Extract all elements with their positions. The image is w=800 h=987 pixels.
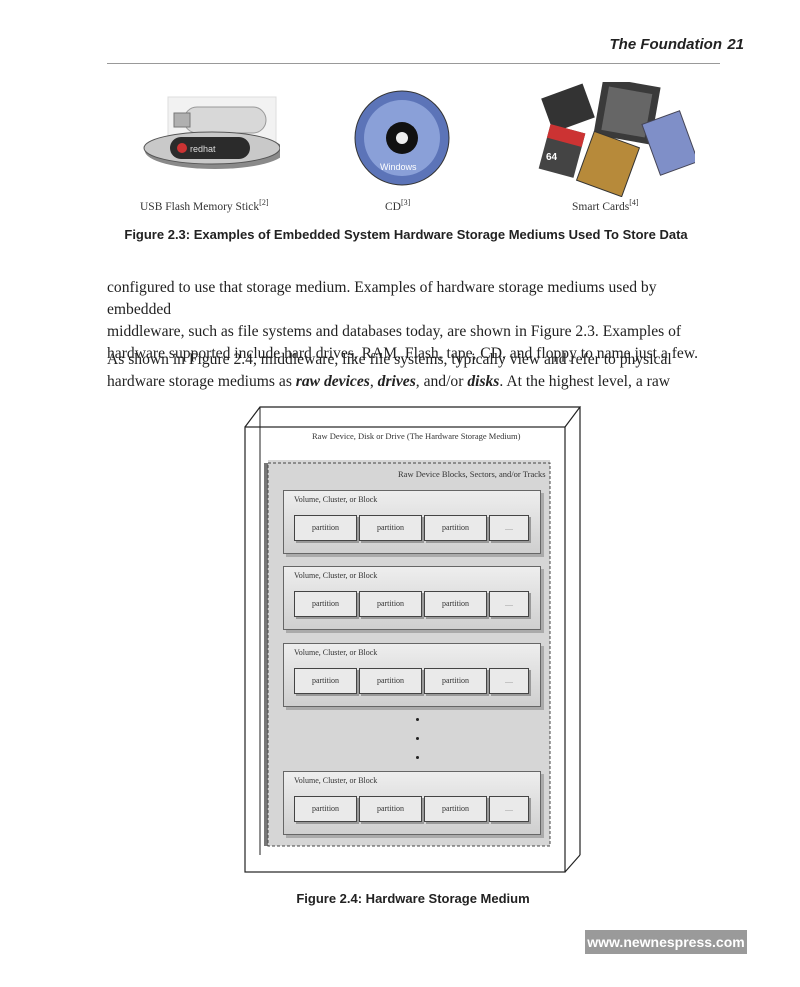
term-disks: disks bbox=[467, 373, 500, 390]
hardware-storage-diagram: Raw Device, Disk or Drive (The Hardware … bbox=[240, 405, 585, 883]
ellipsis-dot bbox=[416, 756, 419, 759]
more-partitions-box: .... bbox=[489, 591, 529, 617]
ellipsis-dot bbox=[416, 718, 419, 721]
paragraph-1-line-3: hardware supported include hard drives, … bbox=[107, 345, 698, 362]
volume-box: Volume, Cluster, or Block partition part… bbox=[283, 643, 541, 707]
volume-box: Volume, Cluster, or Block partition part… bbox=[283, 566, 541, 630]
figure-2-4-caption: Figure 2.4: Hardware Storage Medium bbox=[296, 891, 530, 906]
outer-label: Raw Device, Disk or Drive (The Hardware … bbox=[312, 431, 521, 441]
term-raw-devices: raw devices bbox=[295, 373, 370, 390]
smart-cards-caption: Smart Cards[4] bbox=[572, 198, 639, 213]
smart-cards-caption-label: Smart Cards bbox=[572, 200, 630, 213]
ellipsis-dot bbox=[416, 737, 419, 740]
partition-box: partition bbox=[424, 515, 487, 541]
paragraph-1: configured to use that storage medium. E… bbox=[107, 277, 719, 365]
p2-sep-1: , bbox=[369, 373, 378, 390]
running-header: The Foundation 21 bbox=[0, 0, 800, 70]
p2-sep-2: , and/or bbox=[415, 373, 468, 390]
p2-text-post: . At the highest level, a raw bbox=[499, 373, 671, 390]
cd-caption: CD[3] bbox=[385, 198, 410, 213]
header-rule bbox=[107, 63, 720, 64]
paragraph-2-line-1: As shown in Figure 2.4, middleware, like… bbox=[107, 351, 672, 368]
usb-caption: USB Flash Memory Stick[2] bbox=[140, 198, 269, 213]
partition-box: partition bbox=[294, 796, 357, 822]
paragraph-1-line-2: middleware, such as file systems and dat… bbox=[107, 323, 682, 340]
volume-label: Volume, Cluster, or Block bbox=[294, 776, 378, 785]
partition-box: partition bbox=[294, 591, 357, 617]
partition-box: partition bbox=[424, 796, 487, 822]
partition-box: partition bbox=[424, 591, 487, 617]
partition-box: partition bbox=[359, 796, 422, 822]
partition-box: partition bbox=[359, 591, 422, 617]
paragraph-2-line-2: hardware storage mediums as raw devices,… bbox=[107, 371, 719, 393]
volume-label: Volume, Cluster, or Block bbox=[294, 571, 378, 580]
smart-cards-image: 64 bbox=[538, 82, 695, 197]
partition-box: partition bbox=[294, 668, 357, 694]
volume-label: Volume, Cluster, or Block bbox=[294, 495, 378, 504]
partition-box: partition bbox=[359, 515, 422, 541]
volume-label: Volume, Cluster, or Block bbox=[294, 648, 378, 657]
partition-box: partition bbox=[294, 515, 357, 541]
term-drives: drives bbox=[377, 373, 416, 390]
smart-cards-caption-ref: [4] bbox=[629, 198, 639, 207]
page-number: 21 bbox=[727, 36, 744, 53]
cd-image: Windows bbox=[354, 90, 450, 186]
section-title: The Foundation bbox=[609, 36, 722, 53]
cd-caption-label: CD bbox=[385, 200, 401, 213]
more-partitions-box: .... bbox=[489, 668, 529, 694]
usb-brand-text: redhat bbox=[190, 144, 216, 154]
more-partitions-box: .... bbox=[489, 796, 529, 822]
more-partitions-box: .... bbox=[489, 515, 529, 541]
publisher-url: www.newnespress.com bbox=[585, 930, 747, 954]
partition-box: partition bbox=[359, 668, 422, 694]
usb-caption-label: USB Flash Memory Stick bbox=[140, 200, 260, 213]
card-capacity-text: 64 bbox=[546, 152, 558, 163]
paragraph-2: As shown in Figure 2.4, middleware, like… bbox=[107, 349, 719, 393]
p2-text-pre: hardware storage mediums as bbox=[107, 373, 296, 390]
figure-2-3-caption: Figure 2.3: Examples of Embedded System … bbox=[124, 227, 688, 242]
cd-brand-text: Windows bbox=[380, 162, 417, 172]
volume-box: Volume, Cluster, or Block partition part… bbox=[283, 771, 541, 835]
usb-caption-ref: [2] bbox=[259, 198, 269, 207]
paragraph-1-line-1: configured to use that storage medium. E… bbox=[107, 279, 657, 318]
cd-caption-ref: [3] bbox=[400, 198, 411, 207]
volume-box: Volume, Cluster, or Block partition part… bbox=[283, 490, 541, 554]
partition-box: partition bbox=[424, 668, 487, 694]
usb-flash-stick-image: redhat bbox=[143, 96, 280, 169]
inner-label: Raw Device Blocks, Sectors, and/or Track… bbox=[398, 469, 546, 479]
